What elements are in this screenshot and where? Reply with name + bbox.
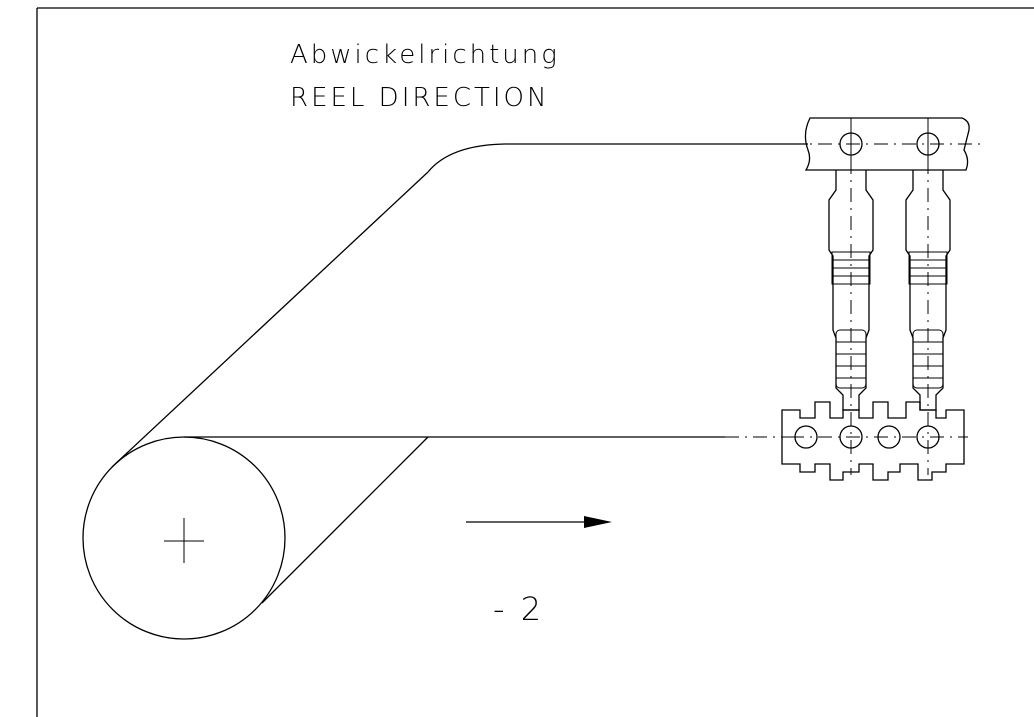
direction-arrow-icon [466,516,612,528]
tape-path [111,143,808,604]
terminal-2 [905,160,951,475]
top-carrier-strip [790,117,985,171]
reel-hub-cross-icon [164,518,204,563]
title-english: REEL DIRECTION [290,83,549,113]
bottom-carrier-strip [781,401,968,481]
terminal-1 [828,160,874,475]
title-german: Abwickelrichtung [290,40,560,70]
sheet-border [36,7,1034,717]
reel [82,436,286,640]
variant-label: - 2 [493,590,544,628]
